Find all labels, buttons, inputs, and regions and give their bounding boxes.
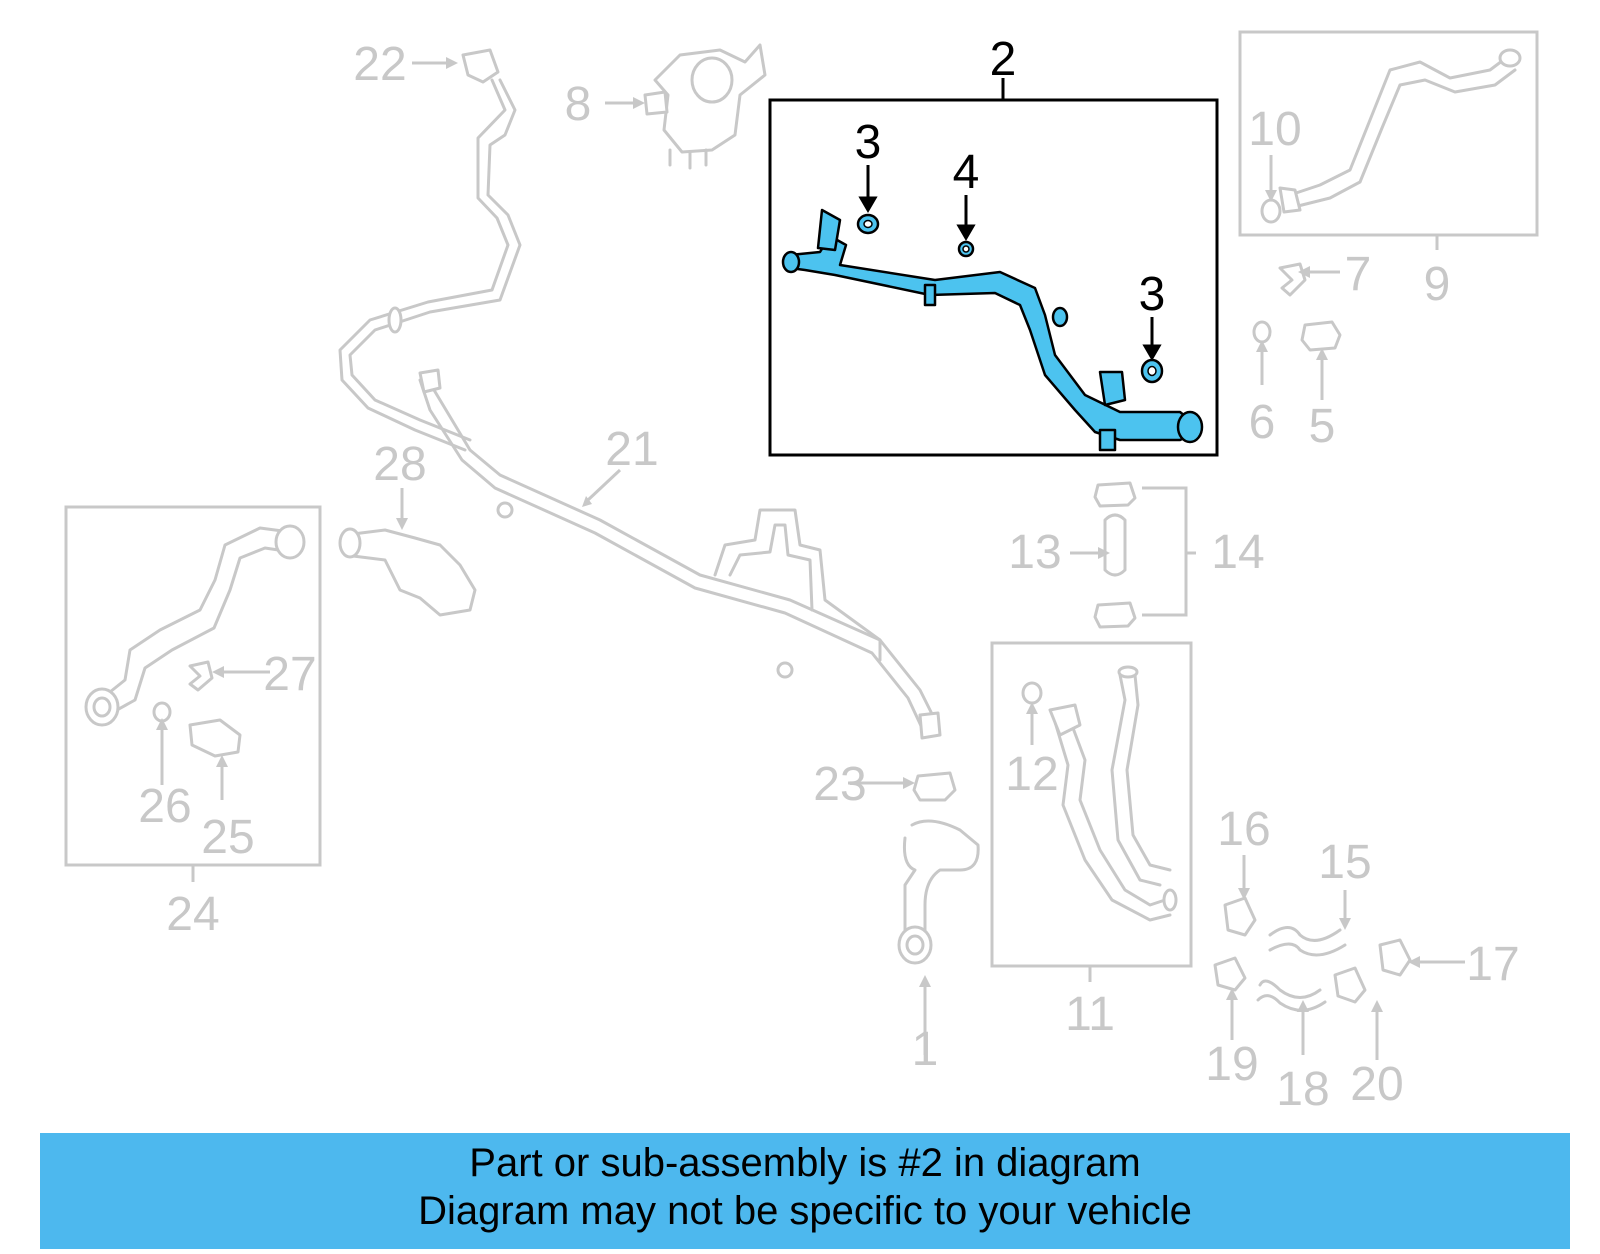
water-pipe-part-2 (781, 208, 1204, 452)
hose-part-9 (1288, 53, 1512, 197)
seal-part-6 (1252, 320, 1272, 344)
clip-part-7 (1278, 262, 1307, 297)
hose-part-15 (1268, 926, 1342, 942)
pipe-part-11 (1068, 718, 1167, 907)
callout-12: 12 (1005, 748, 1058, 801)
callout-16: 16 (1217, 803, 1270, 856)
group-box-2 (768, 98, 1219, 457)
callout-22: 22 (353, 38, 406, 91)
info-banner: Part or sub-assembly is #2 in diagram Di… (40, 1133, 1570, 1249)
pipe-part-21 (426, 378, 937, 722)
callout-7: 7 (1345, 248, 1372, 301)
clamp-part-23 (912, 771, 957, 802)
callout-25: 25 (201, 811, 254, 864)
callout-8: 8 (565, 78, 592, 131)
thermostat-part-8 (643, 43, 767, 170)
callout-13: 13 (1008, 526, 1061, 579)
callout-26: 26 (138, 780, 191, 833)
clip-part-27 (188, 660, 214, 692)
callout-20: 20 (1350, 1058, 1403, 1111)
seal-part-12 (1021, 681, 1043, 705)
banner-line-1: Part or sub-assembly is #2 in diagram (469, 1141, 1141, 1185)
outlet-part-28 (338, 527, 477, 617)
banner-line-2: Diagram may not be specific to your vehi… (418, 1189, 1192, 1233)
callout-21: 21 (605, 423, 658, 476)
sensor-part-25 (188, 718, 242, 758)
callout-9: 9 (1424, 258, 1451, 311)
seal-part-10 (1260, 198, 1282, 224)
callout-23: 23 (813, 758, 866, 811)
clip-part-20 (1333, 966, 1367, 1004)
group-box-9 (1238, 30, 1539, 237)
hose-part-22 (348, 78, 522, 442)
clip-part-16 (1223, 896, 1257, 937)
callout-19: 19 (1205, 1038, 1258, 1091)
callout-10: 10 (1248, 103, 1301, 156)
callout-4: 4 (953, 146, 980, 199)
callout-28: 28 (373, 438, 426, 491)
callout-14: 14 (1211, 526, 1264, 579)
callout-2: 2 (990, 33, 1017, 86)
clamp-part-14b (1093, 601, 1137, 629)
sensor-part-5 (1300, 320, 1342, 352)
callout-6: 6 (1249, 396, 1276, 449)
hose-part-24 (98, 526, 292, 702)
hose-part-1 (910, 819, 980, 937)
hose-part-18 (1258, 979, 1322, 999)
callout-18: 18 (1276, 1063, 1329, 1116)
clip-part-17 (1378, 938, 1412, 977)
callout-27: 27 (263, 648, 316, 701)
callout-24: 24 (166, 888, 219, 941)
callout-15: 15 (1318, 836, 1371, 889)
hose-part-13 (1103, 513, 1127, 577)
callout-17: 17 (1466, 938, 1519, 991)
callout-11: 11 (1065, 988, 1115, 1041)
callout-3b: 3 (1139, 268, 1166, 321)
callout-5: 5 (1309, 400, 1336, 453)
clamp-part-14a (1093, 481, 1137, 508)
callout-1: 1 (912, 1023, 939, 1076)
callout-3a: 3 (855, 116, 882, 169)
clip-part-19 (1213, 956, 1247, 992)
